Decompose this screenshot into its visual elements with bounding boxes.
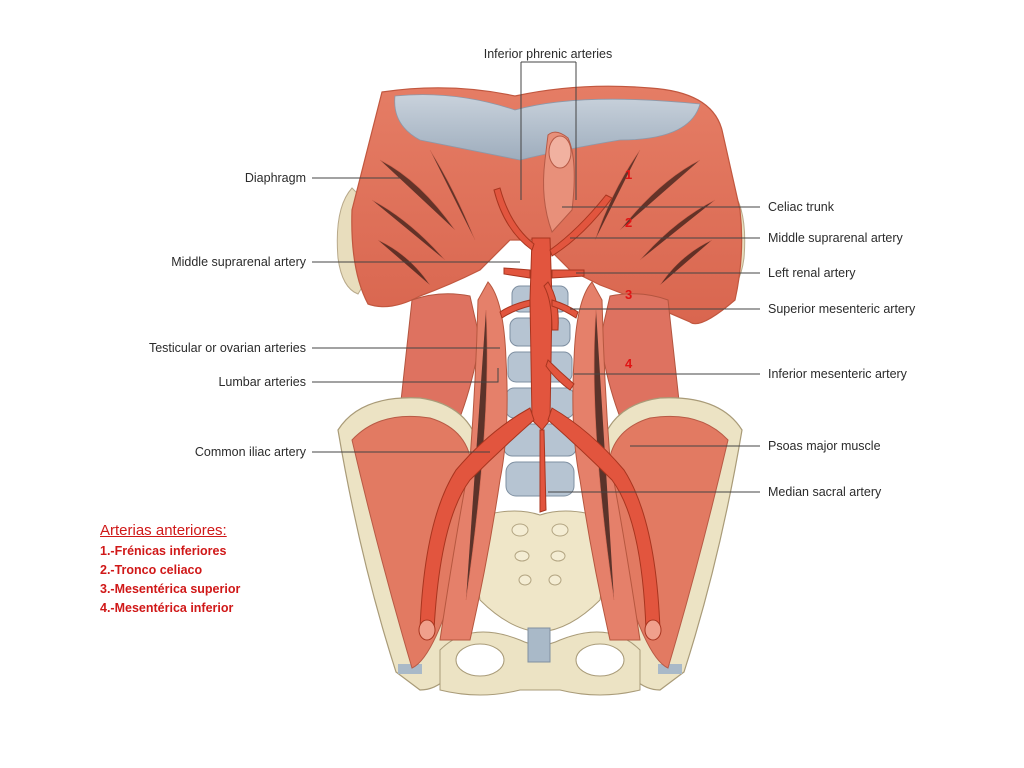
label-inferior-phrenic-arteries: Inferior phrenic arteries [484, 47, 613, 61]
legend-item-mesenterica-superior: 3.-Mesentérica superior [100, 582, 241, 596]
label-lumbar-arteries: Lumbar arteries [218, 375, 306, 389]
label-median-sacral-artery: Median sacral artery [768, 485, 882, 499]
label-left-renal-artery: Left renal artery [768, 266, 856, 280]
marker-3: 3 [625, 287, 632, 302]
label-middle-suprarenal-artery-left: Middle suprarenal artery [171, 255, 307, 269]
label-common-iliac-artery: Common iliac artery [195, 445, 307, 459]
label-superior-mesenteric-artery: Superior mesenteric artery [768, 302, 916, 316]
leader-lines [312, 61, 760, 493]
legend-title: Arterias anteriores: [100, 522, 227, 539]
marker-1: 1 [625, 167, 632, 182]
iliacus-muscles [351, 415, 729, 669]
label-diaphragm: Diaphragm [245, 171, 306, 185]
label-psoas-major-muscle: Psoas major muscle [768, 439, 881, 453]
marker-4: 4 [625, 356, 633, 371]
label-middle-suprarenal-artery-right: Middle suprarenal artery [768, 231, 904, 245]
legend: Arterias anteriores: 1.-Frénicas inferio… [100, 522, 360, 618]
legend-item-tronco-celiaco: 2.-Tronco celiaco [100, 563, 203, 577]
label-inferior-mesenteric-artery: Inferior mesenteric artery [768, 367, 908, 381]
marker-2: 2 [625, 215, 632, 230]
labels: Inferior phrenic arteries Diaphragm Midd… [149, 47, 916, 499]
legend-item-mesenterica-inferior: 4.-Mesentérica inferior [100, 601, 234, 615]
label-testicular-or-ovarian-arteries: Testicular or ovarian arteries [149, 341, 306, 355]
label-celiac-trunk: Celiac trunk [768, 200, 835, 214]
number-markers: 1 2 3 4 [625, 167, 633, 371]
legend-item-frenicas: 1.-Frénicas inferiores [100, 544, 227, 558]
